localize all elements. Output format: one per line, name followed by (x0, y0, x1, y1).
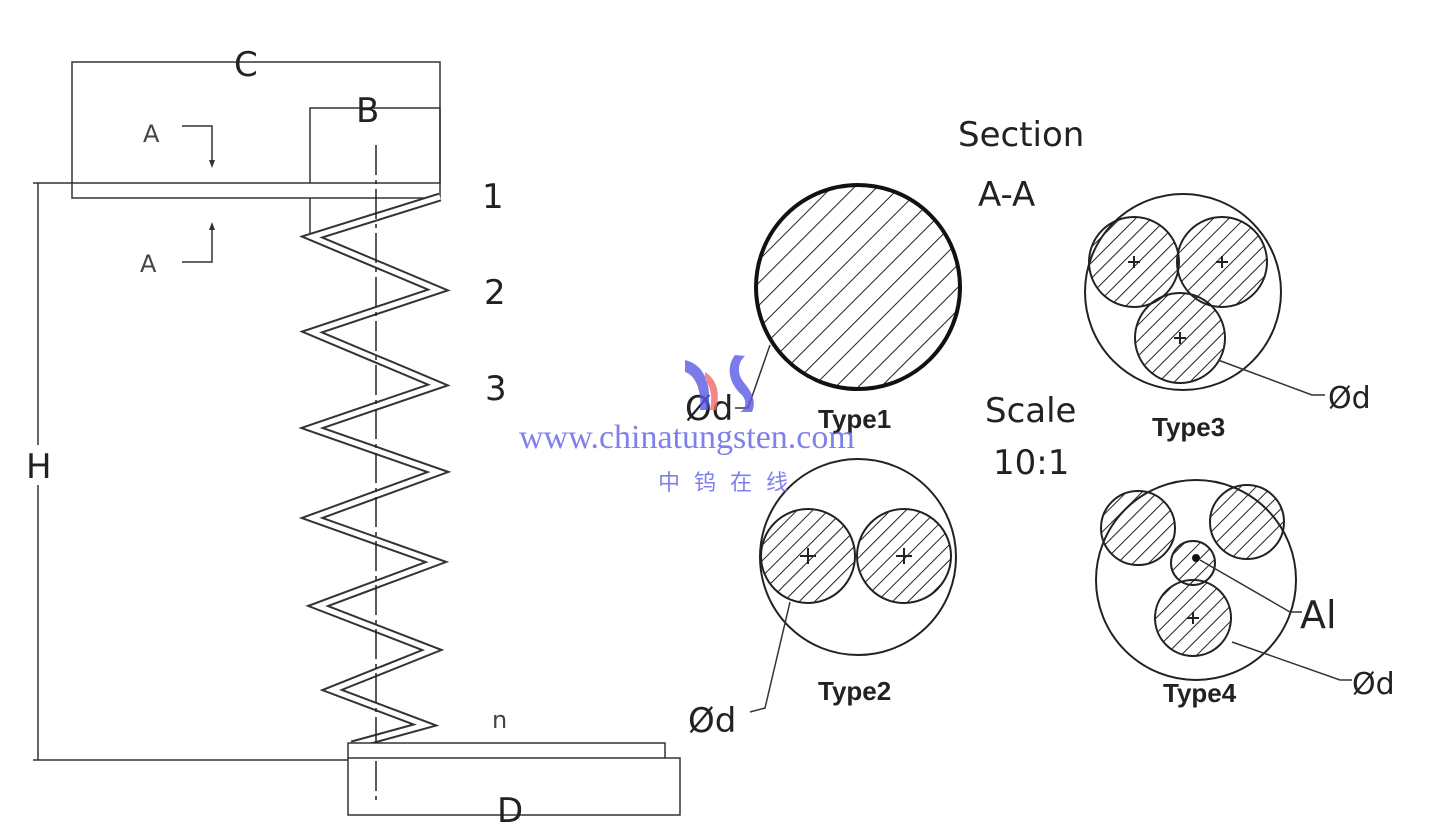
dimension-b: B (309, 91, 441, 235)
scale-label: Scale (985, 391, 1076, 431)
type4-label: Type4 (1163, 678, 1237, 708)
type3-label: Type3 (1152, 412, 1225, 442)
dim-b-label: B (356, 91, 379, 131)
type1-diameter: Ød (685, 389, 733, 429)
watermark: www.chinatungsten.com 中钨在线 (519, 355, 855, 496)
type4-section: Al Ød Type4 (1095, 479, 1395, 708)
scale-value: 10:1 (993, 443, 1069, 483)
type2-diameter: Ød (688, 701, 736, 741)
type3-diameter: Ød (1328, 381, 1371, 416)
type2-label: Type2 (818, 676, 891, 706)
watermark-chinese: 中钨在线 (658, 471, 802, 496)
coil-label-3: 3 (485, 369, 507, 409)
section-title: Section (958, 115, 1084, 155)
dimension-c: C (71, 45, 441, 183)
type4-core-label: Al (1300, 593, 1337, 637)
section-name: A-A (978, 175, 1035, 215)
coil-label-1: 1 (482, 177, 504, 217)
coil-label-2: 2 (484, 273, 506, 313)
section-mark-a-bottom: A (140, 250, 157, 278)
type1-label: Type1 (818, 404, 891, 434)
type4-diameter: Ød (1352, 667, 1395, 702)
watermark-url: www.chinatungsten.com (519, 419, 855, 456)
type2-section: Ød Type2 (688, 458, 957, 741)
section-marker-top: A (143, 120, 215, 168)
section-mark-a-top: A (143, 120, 160, 148)
dimension-d: D (347, 757, 681, 831)
bottom-plate (347, 742, 666, 759)
type3-section: Ød Type3 (1084, 193, 1371, 442)
top-plate (71, 182, 441, 199)
watermark-logo (685, 355, 754, 412)
section-marker-bottom: A (140, 222, 215, 278)
spring-coil (298, 192, 452, 750)
dim-h-label: H (26, 447, 52, 487)
dim-c-label: C (234, 45, 258, 85)
dimension-h: H (22, 182, 348, 761)
type1-section: Ød Type1 (685, 183, 962, 434)
dim-d-label: D (497, 791, 523, 831)
coil-label-n: n (492, 706, 507, 734)
